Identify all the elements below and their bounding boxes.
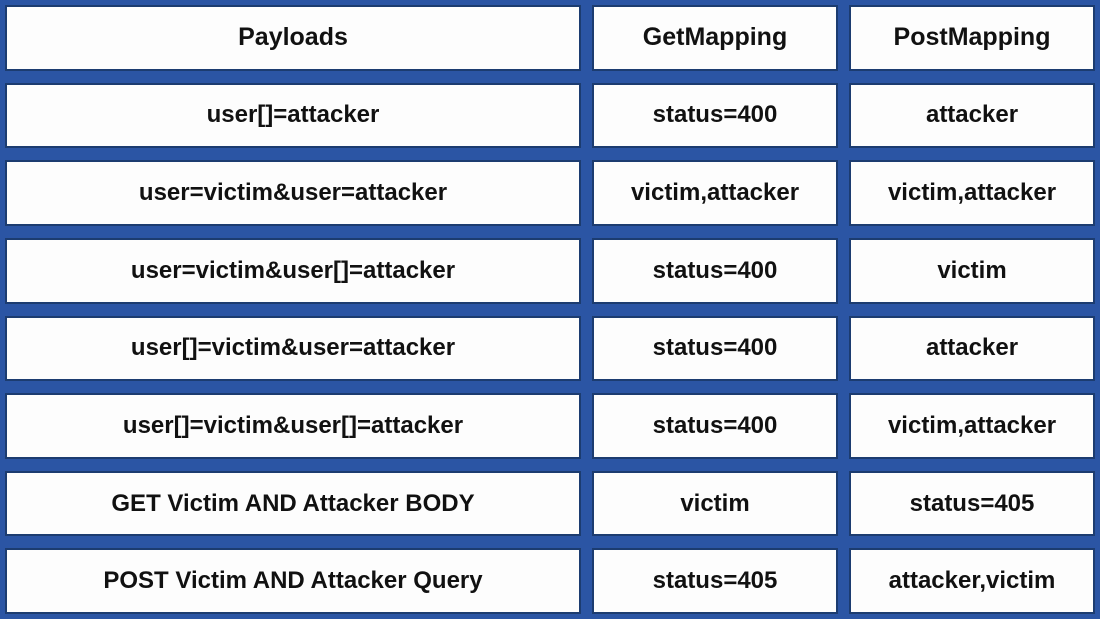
payload-cell: GET Victim AND Attacker BODY xyxy=(5,470,581,537)
getmapping-result-cell: status=400 xyxy=(592,82,838,149)
getmapping-result-cell: status=400 xyxy=(592,393,838,459)
postmapping-result-cell: victim,attacker xyxy=(849,393,1095,459)
getmapping-result-cell: status=400 xyxy=(592,237,838,304)
postmapping-result-cell: attacker,victim xyxy=(849,548,1095,614)
payload-cell: POST Victim AND Attacker Query xyxy=(5,548,581,614)
payload-cell: user=victim&user[]=attacker xyxy=(5,237,581,304)
getmapping-result-cell: victim,attacker xyxy=(592,160,838,226)
payload-cell: user[]=victim&user=attacker xyxy=(5,315,581,382)
column-header-payloads: Payloads xyxy=(5,5,581,71)
column-header-postmapping: PostMapping xyxy=(849,5,1095,71)
payload-cell: user=victim&user=attacker xyxy=(5,160,581,226)
postmapping-result-cell: victim xyxy=(849,237,1095,304)
payload-cell: user[]=victim&user[]=attacker xyxy=(5,393,581,459)
payload-cell: user[]=attacker xyxy=(5,82,581,149)
postmapping-result-cell: victim,attacker xyxy=(849,160,1095,226)
postmapping-result-cell: status=405 xyxy=(849,470,1095,537)
getmapping-result-cell: victim xyxy=(592,470,838,537)
column-header-getmapping: GetMapping xyxy=(592,5,838,71)
getmapping-result-cell: status=405 xyxy=(592,548,838,614)
postmapping-result-cell: attacker xyxy=(849,82,1095,149)
postmapping-result-cell: attacker xyxy=(849,315,1095,382)
getmapping-result-cell: status=400 xyxy=(592,315,838,382)
